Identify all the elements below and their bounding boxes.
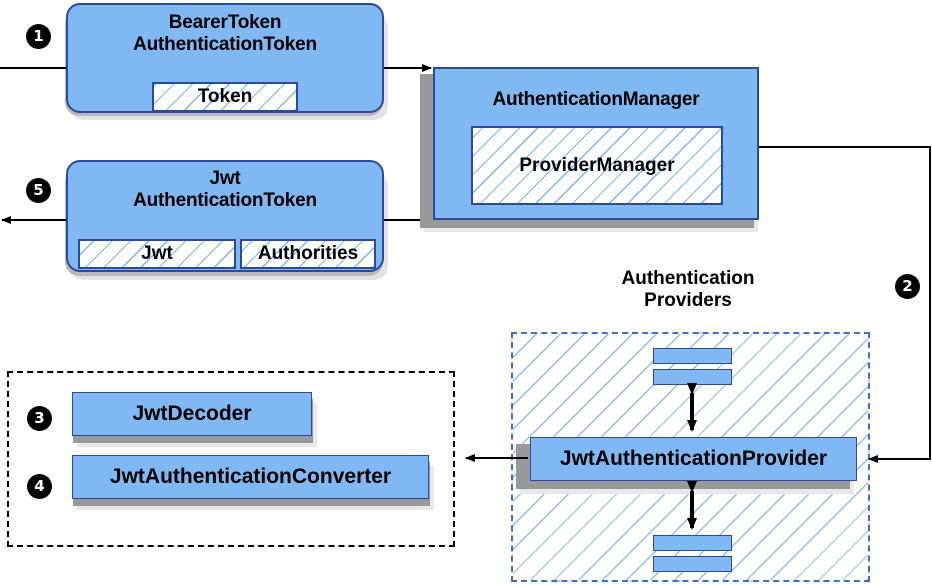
- jwt-token-inner-jwt[interactable]: Jwt: [78, 239, 236, 269]
- step-bullet-4: 4: [27, 474, 52, 499]
- provider-stack-bar-top-1: [653, 348, 732, 364]
- authentication-manager-title: AuthenticationManager: [492, 89, 700, 110]
- group-jwt-support-components: [7, 371, 455, 547]
- bearer-token-inner-token-label: Token: [197, 86, 253, 107]
- jwt-token-inner-authorities-label: Authorities: [257, 243, 359, 264]
- provider-stack-bar-bottom-2: [653, 556, 732, 572]
- jwt-decoder-label: JwtDecoder: [132, 402, 252, 425]
- step-bullet-5: 5: [26, 178, 51, 203]
- step-bullet-1-label: 1: [33, 27, 44, 45]
- authentication-manager-inner-provider-manager[interactable]: ProviderManager: [471, 126, 723, 205]
- provider-stack-bar-bottom-1: [653, 535, 732, 551]
- bearer-token-inner-token[interactable]: Token: [152, 82, 298, 112]
- jwt-authentication-converter-label: JwtAuthenticationConverter: [109, 465, 392, 488]
- step-bullet-4-label: 4: [34, 477, 45, 495]
- node-jwt-authentication-provider[interactable]: JwtAuthenticationProvider: [530, 437, 857, 481]
- node-jwt-authentication-converter[interactable]: JwtAuthenticationConverter: [72, 455, 429, 499]
- jwt-token-title-line1: Jwt: [209, 168, 241, 189]
- bearer-token-title-line2: AuthenticationToken: [133, 34, 317, 55]
- step-bullet-2: 2: [895, 274, 920, 299]
- authentication-providers-caption-line2: Providers: [644, 289, 732, 311]
- step-bullet-3: 3: [27, 406, 52, 431]
- step-bullet-3-label: 3: [34, 409, 45, 427]
- node-authentication-manager[interactable]: AuthenticationManager ProviderManager: [433, 67, 759, 220]
- step-bullet-1: 1: [26, 24, 51, 49]
- jwt-token-title-line2: AuthenticationToken: [133, 190, 317, 211]
- bearer-token-title-line1: BearerToken: [168, 12, 282, 33]
- jwt-token-inner-authorities[interactable]: Authorities: [240, 239, 376, 269]
- jwt-token-inner-jwt-label: Jwt: [141, 243, 173, 264]
- node-jwt-authentication-token[interactable]: Jwt AuthenticationToken Jwt Authorities: [66, 160, 384, 272]
- provider-stack-bar-top-2: [653, 369, 732, 385]
- node-jwt-decoder[interactable]: JwtDecoder: [72, 392, 312, 436]
- step-bullet-2-label: 2: [902, 277, 913, 295]
- authentication-providers-caption: Authentication Providers: [568, 268, 808, 311]
- authentication-providers-caption-line1: Authentication: [621, 268, 755, 289]
- provider-manager-label: ProviderManager: [519, 154, 675, 176]
- step-bullet-5-label: 5: [33, 181, 44, 199]
- jwt-authentication-provider-label: JwtAuthenticationProvider: [559, 447, 828, 470]
- node-bearer-token-authentication-token[interactable]: BearerToken AuthenticationToken Token: [66, 3, 384, 113]
